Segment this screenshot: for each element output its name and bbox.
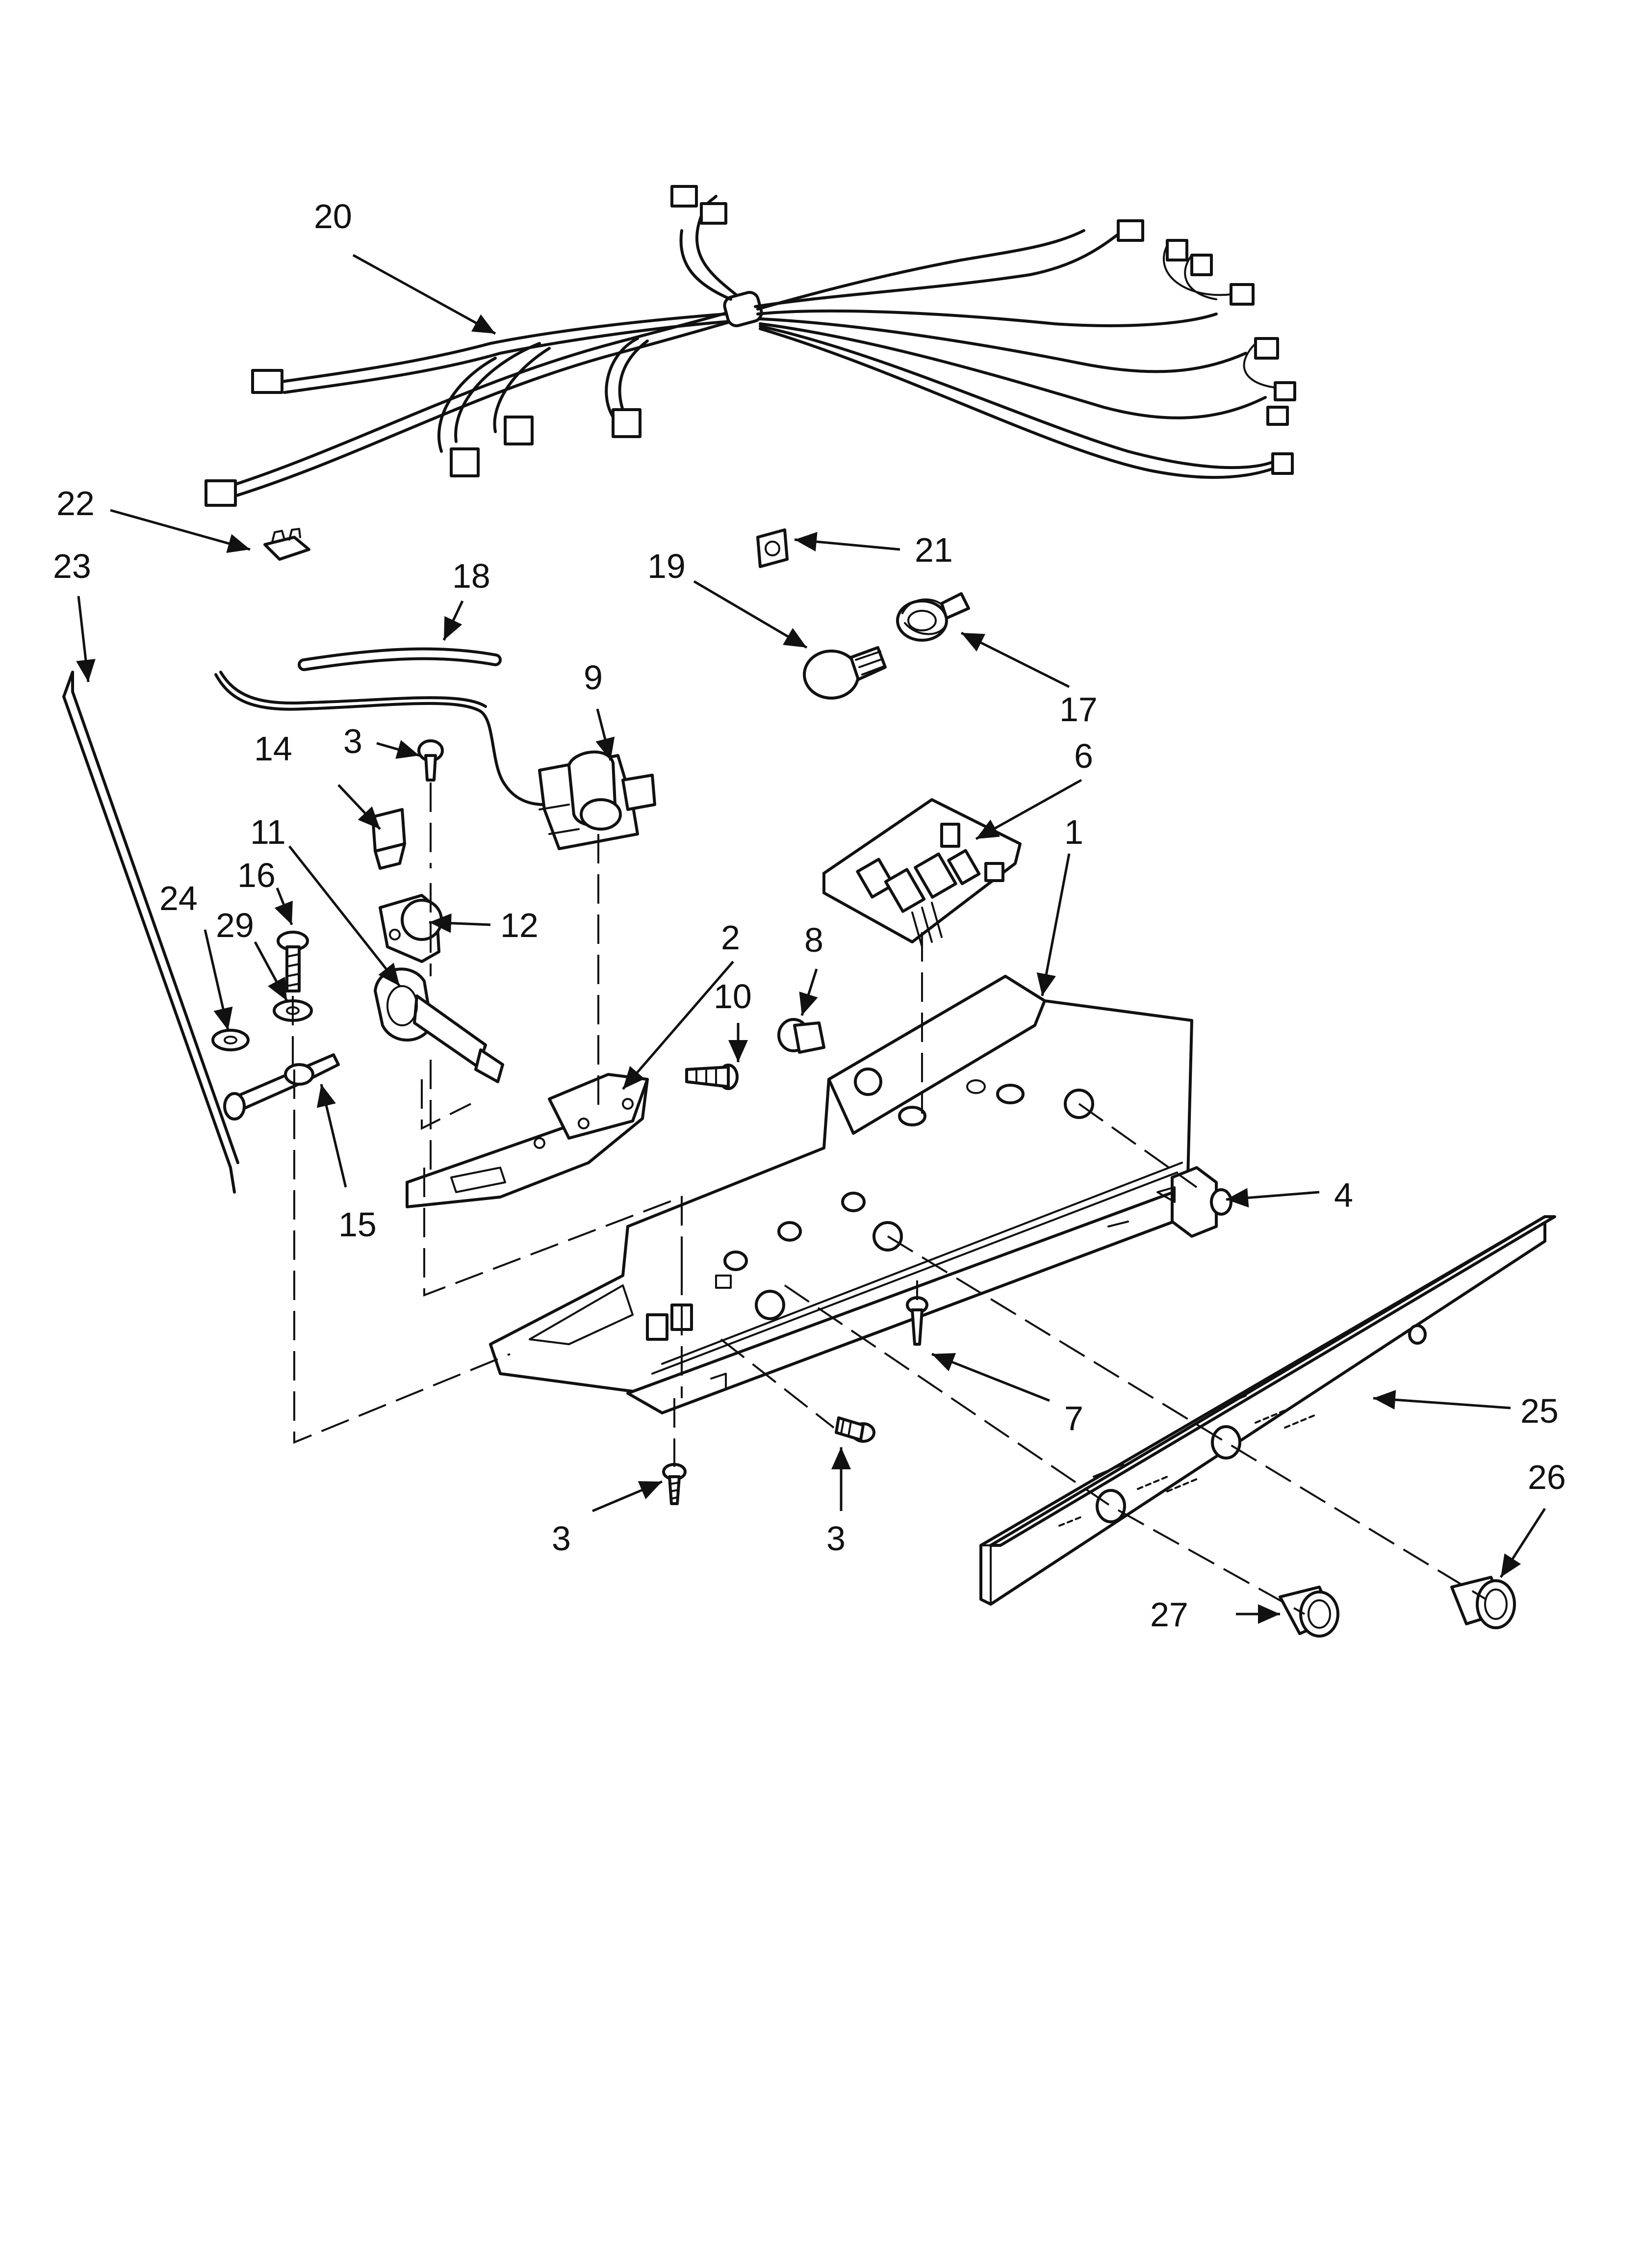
callout-4: 4 (1334, 1176, 1353, 1214)
callout-1: 1 (1064, 813, 1083, 851)
tube-18-part (298, 647, 502, 671)
rod-23-part (62, 671, 239, 1194)
callout-labels: 20 22 23 21 19 18 17 9 3 14 6 11 1 24 16… (53, 197, 1566, 1634)
clip-22-part (263, 528, 310, 561)
screw-3-bottom-left-part (662, 1463, 687, 1505)
control-shaft-11-part (374, 967, 504, 1083)
screw-16-part (277, 931, 309, 992)
callout-16: 16 (237, 856, 276, 894)
washer-24-part (211, 1029, 250, 1051)
callout-8: 8 (804, 921, 823, 959)
wire-harness (205, 185, 1296, 507)
callout-17: 17 (1059, 690, 1098, 729)
callout-15: 15 (338, 1205, 377, 1244)
bracket-12-part (379, 894, 443, 963)
callout-27: 27 (1150, 1595, 1188, 1634)
callout-9: 9 (584, 658, 603, 697)
callout-23: 23 (53, 547, 91, 585)
callout-24: 24 (159, 879, 198, 917)
callout-6: 6 (1074, 737, 1093, 775)
control-housing-1-part (489, 975, 1193, 1414)
clip-14-part (371, 808, 406, 870)
screw-3-top-part (417, 739, 444, 782)
switch-4-part (1156, 1166, 1232, 1238)
callout-10: 10 (714, 977, 752, 1016)
control-board-6-part (822, 798, 1022, 948)
callout-14: 14 (254, 730, 292, 768)
callout-29: 29 (216, 906, 254, 944)
bracket-2-part (406, 1073, 649, 1208)
screw-3-bottom-right-part (835, 1416, 875, 1443)
socket-clip-21-part (756, 528, 789, 568)
callout-3-top: 3 (343, 722, 362, 760)
front-panel-25-part (979, 1215, 1556, 1606)
callout-3-bottom-right: 3 (826, 1519, 846, 1558)
callout-18: 18 (452, 557, 490, 595)
screw-10-part (685, 1064, 739, 1090)
callout-21: 21 (915, 531, 953, 569)
callout-22: 22 (56, 484, 95, 522)
callout-3-bottom-left: 3 (552, 1519, 571, 1558)
control-9-part (214, 671, 656, 850)
assembly-guide-lines (292, 782, 1487, 1615)
callout-19: 19 (647, 547, 686, 585)
lamp-socket-part (896, 592, 970, 642)
callout-12: 12 (500, 906, 539, 944)
callout-11: 11 (250, 813, 286, 851)
knob-27-part (1279, 1586, 1339, 1638)
plug-8-part (777, 1018, 825, 1054)
knob-26-part (1450, 1576, 1516, 1629)
callout-2: 2 (721, 918, 740, 957)
leader-arrows (76, 254, 1546, 1624)
callout-7: 7 (1064, 1399, 1083, 1437)
callout-20: 20 (314, 197, 352, 235)
lever-15-part (223, 1053, 340, 1121)
callout-26: 26 (1528, 1458, 1566, 1496)
callout-25: 25 (1520, 1392, 1559, 1430)
light-bulb-part (803, 646, 887, 700)
